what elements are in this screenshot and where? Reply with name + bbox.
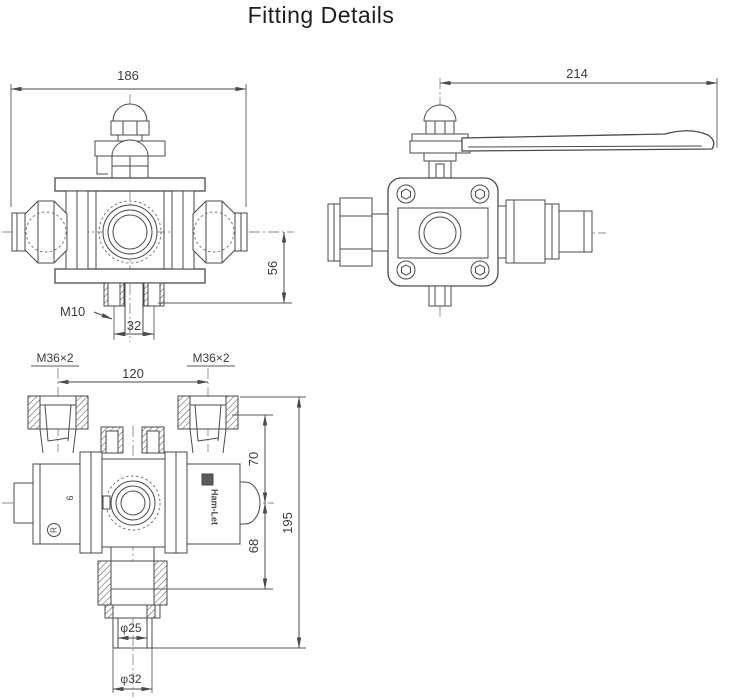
bottom-thread-callout-right: M36×2 xyxy=(187,351,235,367)
bottom-dim-70: 70 xyxy=(232,414,273,504)
front-dim-width: 186 xyxy=(10,68,247,207)
bottom-right-port-section xyxy=(177,395,239,454)
page-title: Fitting Details xyxy=(247,2,395,28)
front-right-port xyxy=(192,200,248,264)
bottom-outlet xyxy=(97,547,168,649)
front-dim-stud-spacing: 32 xyxy=(113,306,155,340)
front-dim-center-to-base: 56 xyxy=(158,231,292,304)
side-stem xyxy=(409,104,471,179)
dim-195-label: 195 xyxy=(280,512,295,534)
label-m10: M10 xyxy=(60,304,85,319)
brand-stamp: Ham-Let xyxy=(210,489,220,525)
dim-186-label: 186 xyxy=(117,68,139,83)
size-stamp: 6 xyxy=(65,495,75,500)
side-dim-handle-length: 214 xyxy=(439,66,718,148)
dim-d32-label: φ32 xyxy=(120,672,141,686)
dim-d25-label: φ25 xyxy=(120,621,141,635)
front-bottom-studs xyxy=(103,282,165,336)
front-stud-thread-callout: M10 xyxy=(60,304,113,320)
side-valve-body xyxy=(387,177,499,307)
front-valve-body xyxy=(54,103,206,284)
front-view: 186 56 M10 32 xyxy=(2,68,294,342)
dim-214-label: 214 xyxy=(566,66,588,81)
bottom-stud-sections xyxy=(100,426,165,454)
dim-68-label: 68 xyxy=(246,539,261,553)
dim-120-label: 120 xyxy=(122,366,144,381)
bottom-dim-195: 195 xyxy=(152,396,306,649)
side-right-fitting xyxy=(497,199,593,264)
dim-32-label: 32 xyxy=(127,318,141,333)
dim-70-label: 70 xyxy=(246,452,261,466)
side-handle xyxy=(461,130,715,152)
bottom-dim-od: φ32 xyxy=(112,648,153,693)
bottom-view: M36×2 M36×2 120 xyxy=(2,351,306,697)
label-m36x2-right: M36×2 xyxy=(192,351,229,365)
bottom-thread-callout-left: M36×2 xyxy=(31,351,79,367)
dim-56-label: 56 xyxy=(265,261,280,275)
brand-logo-box xyxy=(201,473,214,486)
front-left-port xyxy=(11,200,68,264)
bottom-dim-68: 68 xyxy=(111,502,273,590)
side-left-coupling xyxy=(327,197,389,267)
bottom-left-port-section xyxy=(27,395,89,454)
side-view: 214 xyxy=(327,66,718,318)
label-m36x2-left: M36×2 xyxy=(36,351,73,365)
bottom-dim-port-spacing: 120 xyxy=(57,366,209,385)
cert-stamp: R xyxy=(50,527,59,533)
bottom-valve-body: 6 R Ham-Let xyxy=(13,451,261,554)
bottom-dim-bore: φ25 xyxy=(117,621,148,641)
